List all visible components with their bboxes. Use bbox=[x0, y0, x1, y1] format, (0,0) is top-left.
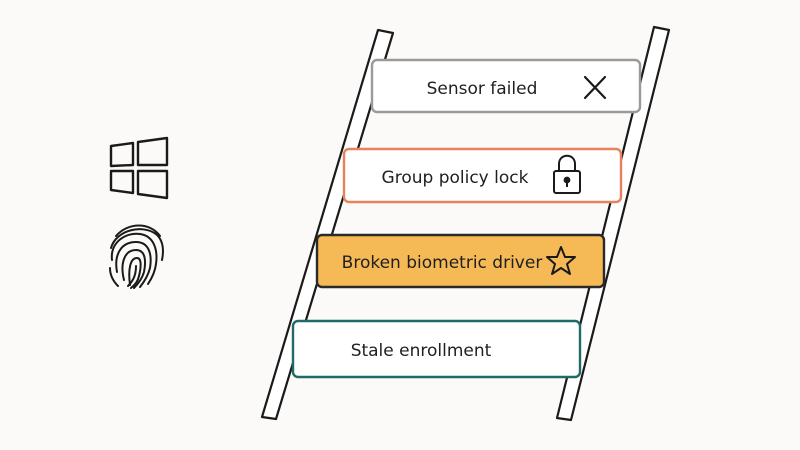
fingerprint-icon bbox=[109, 224, 164, 289]
rung-sensor-failed: Sensor failed bbox=[370, 58, 642, 114]
rung-sensor-failed-label: Sensor failed bbox=[427, 79, 538, 99]
rung-broken-biometric-driver-label: Broken biometric driver bbox=[342, 253, 543, 273]
rung-stale-enrollment-label: Stale enrollment bbox=[351, 341, 492, 361]
windows-logo-icon bbox=[109, 136, 169, 200]
rung-broken-biometric-driver: Broken biometric driver bbox=[315, 233, 606, 289]
star-icon bbox=[546, 246, 576, 275]
rung-group-policy-lock-label: Group policy lock bbox=[382, 168, 529, 188]
rung-stale-enrollment: Stale enrollment bbox=[291, 319, 582, 379]
lock-icon bbox=[553, 154, 581, 194]
close-icon bbox=[583, 75, 607, 100]
rung-group-policy-lock: Group policy lock bbox=[342, 147, 623, 204]
